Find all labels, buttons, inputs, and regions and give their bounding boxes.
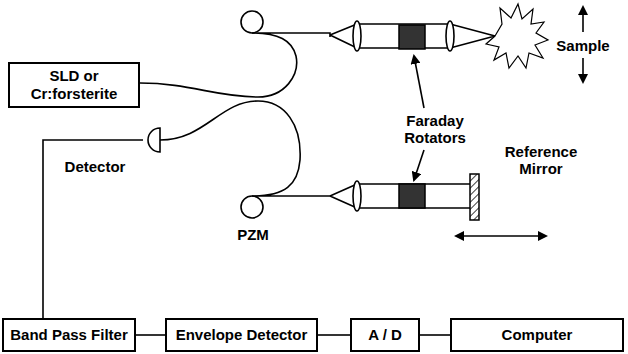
motion-arrow — [456, 235, 500, 237]
box-text: Band Pass Filter — [10, 326, 128, 344]
reference-fiber — [252, 101, 330, 196]
motion-arrow — [582, 58, 584, 82]
detector-wire — [43, 140, 143, 318]
reference-mirror — [470, 174, 479, 220]
sample-fiber — [252, 33, 330, 97]
reference-beam — [330, 184, 470, 208]
motion-arrow — [500, 235, 546, 237]
detector-symbol — [148, 128, 160, 152]
box-text: A / D — [368, 326, 402, 344]
source-box: SLD or Cr:forsterite — [8, 62, 140, 108]
detector-fiber — [160, 101, 258, 140]
box-text: Computer — [502, 326, 573, 344]
motion-arrow — [582, 7, 584, 32]
signal-line — [318, 334, 350, 336]
detector-label: Detector — [52, 158, 138, 175]
fiber-loop — [241, 11, 263, 33]
lens — [446, 21, 454, 51]
source-fiber — [140, 83, 258, 97]
computer-box: Computer — [450, 318, 624, 352]
envelope-box: Envelope Detector — [165, 318, 318, 352]
leader-arrow — [414, 150, 424, 180]
pzm-loop — [241, 196, 263, 218]
pzm-label: PZM — [230, 226, 276, 243]
faraday-rotator — [399, 184, 425, 208]
leader-arrow — [414, 56, 424, 108]
lens — [353, 21, 361, 51]
adc-box: A / D — [350, 318, 420, 352]
faraday-rotator — [399, 25, 425, 49]
signal-line — [420, 334, 450, 336]
rotator-label: Faraday Rotators — [392, 112, 478, 146]
box-text: SLD or Cr:forsterite — [14, 67, 134, 103]
box-text: Envelope Detector — [176, 326, 308, 344]
mirror-label: Reference Mirror — [492, 143, 590, 177]
sample-object — [486, 4, 548, 68]
lens — [353, 181, 361, 211]
filter-box: Band Pass Filter — [2, 318, 136, 352]
sample-label: Sample — [550, 37, 616, 54]
signal-line — [136, 334, 165, 336]
